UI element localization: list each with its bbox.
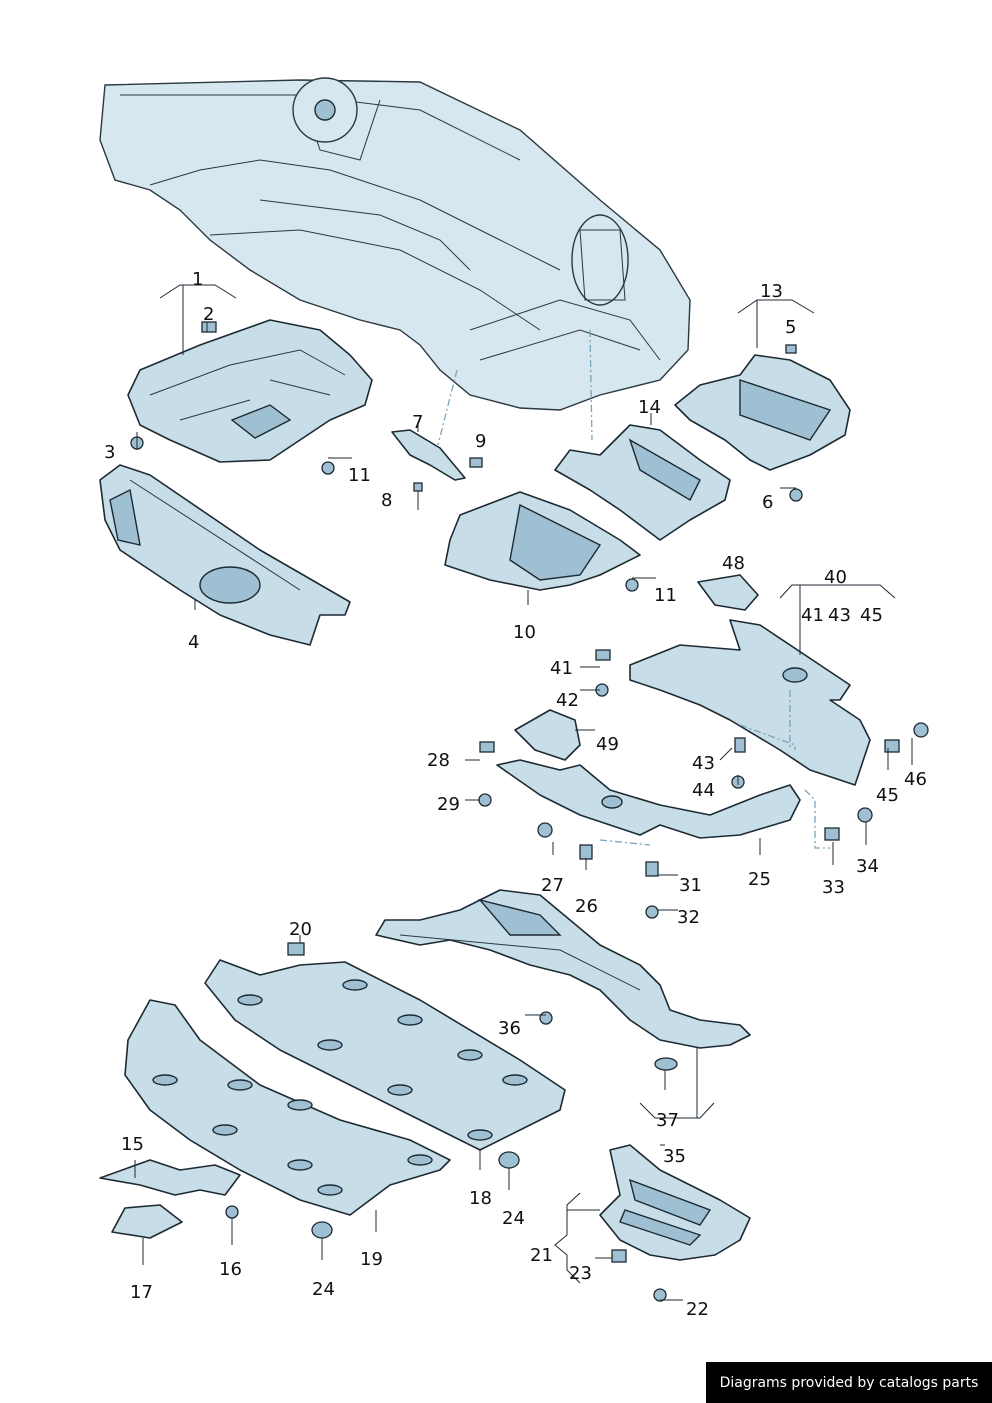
callout-27: 27 (541, 875, 564, 896)
callout-41: 41 (550, 658, 573, 679)
part-21-rear-shield (599, 1144, 751, 1261)
part-25-tunnel-shield (496, 759, 801, 839)
part-14-heat-shield (554, 424, 731, 541)
callout-20: 20 (289, 919, 312, 940)
callout-3: 3 (104, 442, 115, 463)
callout-14: 14 (638, 397, 661, 418)
callout-43: 43 (692, 753, 715, 774)
part-40-tunnel-shield (629, 619, 871, 786)
callout-22: 22 (686, 1299, 709, 1320)
callout-11: 11 (348, 465, 371, 486)
callout-42: 42 (556, 690, 579, 711)
callout-24: 24 (312, 1279, 335, 1300)
callout-29: 29 (437, 794, 460, 815)
callout-23: 23 (569, 1263, 592, 1284)
callout-13: 13 (760, 281, 783, 302)
part-9-clip (469, 457, 483, 468)
callout-24: 24 (502, 1208, 525, 1229)
callout-1: 1 (192, 269, 203, 290)
part-48-pad (697, 574, 759, 611)
part-18-floor-panel (204, 959, 566, 1151)
callout-25: 25 (748, 869, 771, 890)
callout-11: 11 (654, 585, 677, 606)
part-15-bracket (99, 1159, 241, 1196)
part-10-middle-shield (444, 491, 641, 591)
callout-9: 9 (475, 431, 486, 452)
callout-46: 46 (904, 769, 927, 790)
part-7-bracket (391, 429, 466, 481)
callout-31: 31 (679, 875, 702, 896)
leader-lines (134, 284, 913, 1301)
callout-4: 4 (188, 632, 199, 653)
callout-41: 41 (801, 605, 824, 626)
callout-26: 26 (575, 896, 598, 917)
callout-8: 8 (381, 490, 392, 511)
part-1-front-underbody-panel (127, 319, 373, 463)
callout-33: 33 (822, 877, 845, 898)
part-17-pad (111, 1204, 183, 1239)
callout-2: 2 (203, 304, 214, 325)
callout-34: 34 (856, 856, 879, 877)
callout-35: 35 (663, 1146, 686, 1167)
callout-18: 18 (469, 1188, 492, 1209)
callout-10: 10 (513, 622, 536, 643)
part-37-tunnel-shield (375, 889, 751, 1049)
car-underbody (99, 77, 691, 411)
part-19-floor-panel (124, 999, 451, 1216)
callout-6: 6 (762, 492, 773, 513)
callout-28: 28 (427, 750, 450, 771)
callout-32: 32 (677, 907, 700, 928)
callout-36: 36 (498, 1018, 521, 1039)
callout-15: 15 (121, 1134, 144, 1155)
fasteners (130, 321, 929, 1302)
callout-49: 49 (596, 734, 619, 755)
callout-45: 45 (876, 785, 899, 806)
part-13-rear-cover (674, 354, 851, 471)
callout-44: 44 (692, 780, 715, 801)
callout-19: 19 (360, 1249, 383, 1270)
callout-17: 17 (130, 1282, 153, 1303)
callout-7: 7 (412, 412, 423, 433)
part-4-long-shield (99, 464, 351, 646)
callout-5: 5 (785, 317, 796, 338)
callout-48: 48 (722, 553, 745, 574)
part-49-pad (514, 709, 581, 761)
callout-37: 37 (656, 1110, 679, 1131)
callout-45: 45 (860, 605, 883, 626)
callout-40: 40 (824, 567, 847, 588)
callout-43: 43 (828, 605, 851, 626)
watermark-banner: Diagrams provided by catalogs parts (706, 1362, 992, 1403)
callout-labels: 1 2 3 11 4 7 9 8 10 11 13 5 14 6 48 40 4… (104, 269, 927, 1320)
callout-21: 21 (530, 1245, 553, 1266)
callout-16: 16 (219, 1259, 242, 1280)
